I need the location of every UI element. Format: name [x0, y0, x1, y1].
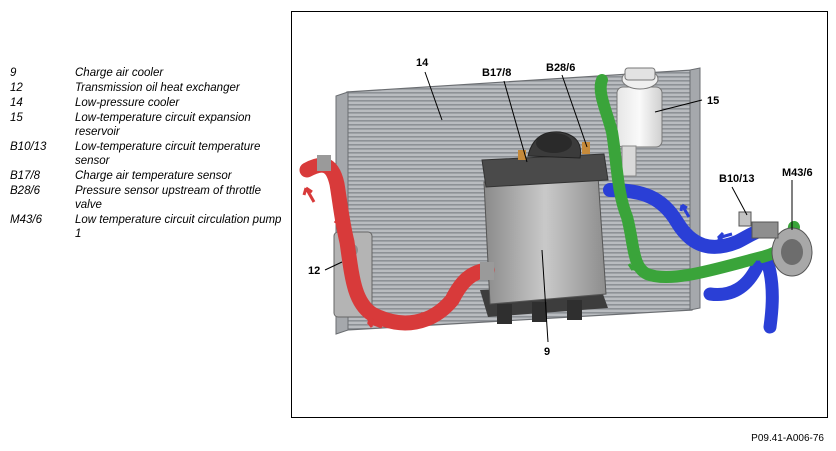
legend-desc: Transmission oil heat exchanger: [75, 82, 240, 94]
legend-item: B17/8 Charge air temperature sensor: [10, 169, 285, 183]
legend-desc: Charge air temperature sensor: [75, 170, 232, 182]
legend-code: B17/8: [10, 170, 41, 182]
legend-item: M43/6 Low temperature circuit circulatio…: [10, 213, 285, 241]
legend-desc: Charge air cooler: [75, 67, 164, 79]
temperature-sensor: [738, 211, 752, 227]
hose-clamp: [317, 155, 331, 171]
legend-code: 15: [10, 112, 23, 124]
legend-item: 12 Transmission oil heat exchanger: [10, 81, 285, 95]
legend-item: 9 Charge air cooler: [10, 66, 285, 80]
figure-reference: P09.41-A006-76: [751, 433, 824, 444]
legend-item: B28/6 Pressure sensor upstream of thrott…: [10, 184, 285, 212]
legend: 9 Charge air cooler 12 Transmission oil …: [10, 66, 285, 242]
callout-14: 14: [416, 57, 429, 69]
flow-arrows: [302, 184, 764, 329]
legend-item: 15 Low-temperature circuit expansion res…: [10, 111, 285, 139]
callout-b17-8: B17/8: [482, 67, 511, 79]
green-hose: [594, 74, 800, 283]
callout-12: 12: [308, 265, 320, 277]
callout-b28-6: B28/6: [546, 62, 575, 74]
blue-hose: [603, 183, 769, 254]
legend-code: 9: [10, 67, 17, 79]
legend-code: M43/6: [10, 214, 42, 226]
diagram-frame: 14 15 B17/8 B28/6 B10/13 M43/6 12 9: [291, 11, 828, 418]
legend-code: B28/6: [10, 185, 41, 197]
charge-air-cooler: [480, 131, 609, 324]
callout-15: 15: [707, 95, 719, 107]
legend-desc: Low-temperature circuit expansion reserv…: [75, 112, 251, 138]
legend-code: 12: [10, 82, 23, 94]
red-hose: [299, 157, 495, 331]
callout-b10-13: B10/13: [719, 173, 754, 185]
legend-item: 14 Low-pressure cooler: [10, 96, 285, 110]
expansion-reservoir: [616, 67, 663, 177]
legend-desc: Low temperature circuit circulation pump…: [75, 214, 282, 240]
legend-desc: Pressure sensor upstream of throttle val…: [75, 185, 261, 211]
callout-m43-6: M43/6: [782, 167, 813, 179]
legend-desc: Low-temperature circuit temperature sens…: [75, 141, 261, 167]
legend-item: B10/13 Low-temperature circuit temperatu…: [10, 140, 285, 168]
hose-clamp: [480, 262, 494, 280]
callout-9: 9: [544, 346, 550, 358]
legend-code: 14: [10, 97, 23, 109]
legend-code: B10/13: [10, 141, 47, 153]
legend-desc: Low-pressure cooler: [75, 97, 180, 109]
leader-lines: [324, 71, 793, 343]
cooling-diagram: 14 15 B17/8 B28/6 B10/13 M43/6 12 9: [299, 57, 813, 358]
